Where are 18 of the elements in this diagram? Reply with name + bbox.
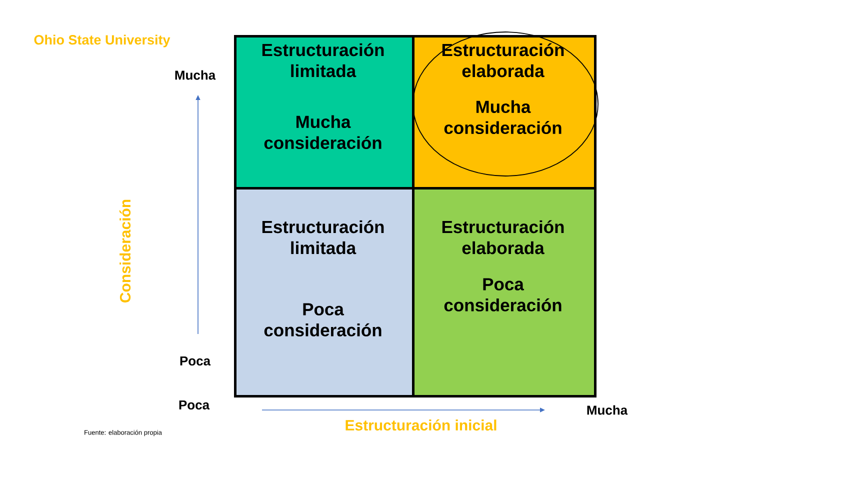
- cell-text: Poca consideración: [264, 303, 382, 336]
- cell-heading: Estructuración elaborada: [442, 220, 564, 254]
- quadrant-box: [234, 187, 414, 398]
- axis-label: Poca: [179, 400, 210, 410]
- cell-heading: Estructuración limitada: [262, 220, 384, 254]
- axis-label: Mucha: [175, 70, 216, 80]
- axis-title: Estructuración inicial: [346, 419, 496, 431]
- cell-text: Mucha consideración: [444, 100, 562, 134]
- heading: Ohio State University: [34, 34, 170, 48]
- cell-text: Poca consideración: [444, 278, 562, 312]
- cell-text: Mucha consideración: [264, 115, 382, 150]
- axis-label: Mucha: [587, 405, 628, 415]
- quadrant-box: [412, 187, 596, 398]
- cell-heading: Estructuración limitada: [262, 43, 384, 78]
- cell-heading: Estructuración elaborada: [442, 43, 564, 78]
- axis-title: Consideración: [119, 200, 131, 302]
- axis-label: Poca: [180, 356, 211, 366]
- quadrant-box: [234, 35, 414, 190]
